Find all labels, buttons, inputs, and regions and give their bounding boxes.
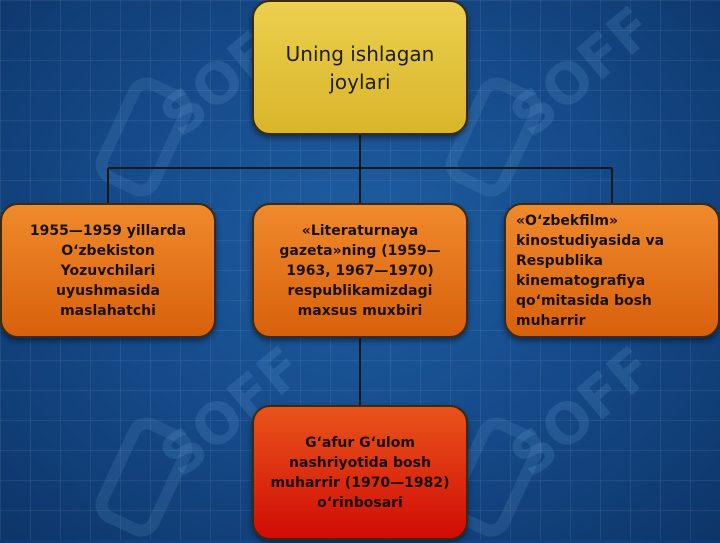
child-node-uzbekfilm: «O‘zbekfilm» kinostudiyasida va Respubli… — [504, 203, 720, 338]
bottom-node-label: G‘afur G‘ulom nashriyotida bosh muharrir… — [270, 434, 450, 511]
root-node: Uning ishlagan joylari — [252, 0, 468, 135]
bottom-node-publishing-house: G‘afur G‘ulom nashriyotida bosh muharrir… — [252, 405, 468, 540]
child-node-literaturnaya-gazeta: «Literaturnaya gazeta»ning (1959—1963, 1… — [252, 203, 468, 338]
child-node-writers-union: 1955—1959 yillarda O‘zbekiston Yozuvchil… — [0, 203, 216, 338]
child-node-label: 1955—1959 yillarda O‘zbekiston Yozuvchil… — [29, 222, 187, 319]
child-node-label: «O‘zbekfilm» kinostudiyasida va Respubli… — [516, 213, 665, 329]
child-node-label: «Literaturnaya gazeta»ning (1959—1963, 1… — [279, 222, 441, 319]
root-node-label: Uning ishlagan joylari — [285, 41, 435, 94]
